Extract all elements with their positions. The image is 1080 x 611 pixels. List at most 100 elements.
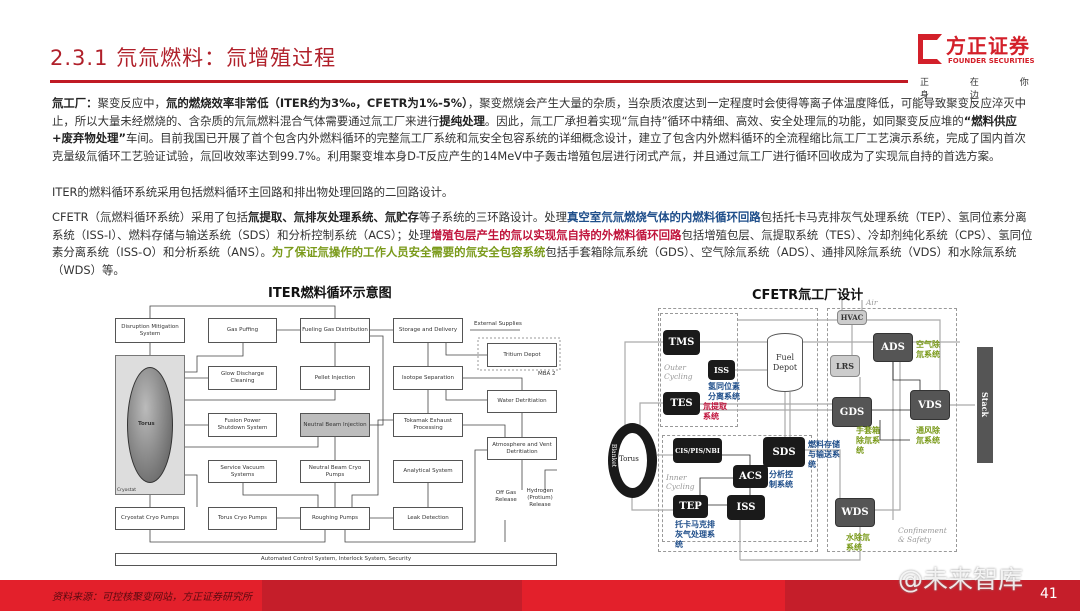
box-water-detritiation: Water Detritiation (487, 390, 557, 413)
text-segment: 等子系统的三环路设计。处理 (418, 210, 568, 224)
box-gds: GDS (832, 397, 872, 427)
external-supplies-label: External Supplies (474, 321, 522, 327)
acs-cn-label: 分析控制系统 (769, 470, 793, 489)
paragraph-cfetr: CFETR（氚燃料循环系统）采用了包括氚提取、氚排灰处理系统、氚贮存等子系统的三… (52, 209, 1037, 279)
highlighted-text: 氚提取、氚排灰处理系统、氚贮存 (248, 210, 419, 224)
box-iss-inner: ISS (727, 495, 765, 520)
box-automated-control: Automated Control System, Interlock Syst… (115, 553, 557, 566)
text-segment: 包括托卡马克排灰气处理系统（TEP）、氢同位素分离系统（ISS-I）、燃料存储与… (52, 210, 1027, 242)
box-pellet-injection: Pellet Injection (300, 366, 370, 390)
box-nb-cryo-pumps: Neutral Beam Cryo Pumps (300, 460, 370, 483)
box-tokamak-exhaust: Tokamak Exhaust Processing (393, 413, 463, 437)
watermark: @未来智库 (898, 565, 1024, 594)
iss-cn-label: 氢同位素分离系统 (708, 382, 740, 401)
vds-cn-label: 通风除氚系统 (916, 426, 940, 445)
box-atmosphere-vent: Atmosphere and Vent Detritiation (487, 437, 557, 460)
box-neutral-beam-injection: Neutral Beam Injection (300, 413, 370, 437)
box-analytical-system: Analytical System (393, 460, 463, 483)
inner-cycling-label: Inner Cycling (666, 473, 695, 491)
confinement-region (827, 308, 957, 552)
box-roughing-pumps: Roughing Pumps (300, 507, 370, 530)
logo-slogan: 正 在 你 身 边 (920, 78, 1042, 101)
box-gas-puffing: Gas Puffing (208, 318, 277, 343)
fuel-cycle-region (658, 308, 818, 552)
cryostat-label: Cryostat (117, 488, 137, 493)
page-title: 2.3.1 氘氚燃料：氚增殖过程 (50, 46, 337, 70)
highlighted-text: 提纯处理 (439, 113, 485, 128)
box-sds: SDS (763, 437, 805, 467)
box-lrs: LRS (830, 355, 860, 377)
text-segment: 包括手套箱除氚系统（GDS）、空气除氚系统（ADS）、通排风除氚系统（VDS）和… (52, 245, 1017, 277)
box-isotope-separation: Isotope Separation (393, 366, 463, 390)
box-tritium-depot: Tritium Depot (487, 343, 557, 367)
tes-cn-label: 氚提取系统 (703, 402, 727, 421)
footer-band-mid (262, 580, 522, 611)
box-acs: ACS (733, 465, 768, 488)
paragraph-tritium-plant: 氚工厂：聚变反应中，氚的燃烧效率非常低（ITER约为3‰，CFETR为1%-5%… (52, 95, 1037, 165)
fuel-depot-cylinder: Fuel Depot (767, 333, 803, 392)
air-label: Air (866, 298, 878, 307)
box-cryostat-cryo-pumps: Cryostat Cryo Pumps (115, 507, 185, 530)
outer-cycling-label: Outer Cycling (664, 363, 693, 381)
confinement-safety-label: Confinement & Safety (898, 526, 947, 544)
box-fueling-gas-distribution: Fueling Gas Distribution (300, 318, 370, 343)
footer-band-right (785, 580, 1080, 611)
inner-cycling-region (662, 435, 812, 542)
logo-en: FOUNDER SECURITIES (948, 57, 1035, 65)
tep-cn-label: 托卡马克排灰气处理系统 (675, 520, 715, 549)
stack: Stack (977, 347, 993, 463)
highlighted-text: 真空室氘氚燃烧气体的内燃料循环回路 (567, 210, 761, 224)
ads-cn-label: 空气除氚系统 (916, 340, 940, 359)
gds-cn-label: 手套箱除氚系统 (856, 426, 880, 455)
box-vds: VDS (910, 390, 950, 420)
box-service-vacuum: Service Vacuum Systems (208, 460, 277, 483)
torus-shape (127, 367, 173, 483)
box-torus-cryo-pumps: Torus Cryo Pumps (208, 507, 277, 530)
source-note: 资料来源：可控核聚变网站，方正证券研究所 (52, 592, 252, 603)
torus-label: Torus (138, 421, 155, 427)
text-segment: 聚变反应中， (97, 96, 166, 110)
footer-band (0, 580, 1080, 611)
text-segment: ITER的燃料循环系统采用包括燃料循环主回路和排出物处理回路的二回路设计。 (52, 185, 454, 199)
text-segment: 车间。目前我国已开展了首个包含内外燃料循环的完整氚工厂系统和氚安全包容系统的详细… (52, 131, 1026, 163)
sds-cn-label: 燃料存储与输送系统 (808, 440, 840, 469)
wds-cn-label: 水除氚系统 (846, 533, 870, 552)
blanket-label: Blanket (610, 443, 618, 468)
highlighted-text: “燃料供应+废弃物处理” (52, 113, 1017, 146)
logo-cn: 方正证券 (946, 34, 1030, 58)
highlighted-text: 增殖包层产生的氚以实现氚自持的外燃料循环回路 (430, 227, 682, 242)
box-wds: WDS (835, 498, 875, 527)
highlighted-text: 氚工厂： (52, 96, 98, 110)
title-divider (50, 80, 908, 83)
off-gas-label: Off Gas Release (495, 490, 517, 503)
highlighted-text: 为了保证氚操作的工作人员安全需要的氚安全包容系统 (271, 245, 546, 260)
mba-label: MBA 2 (538, 371, 556, 377)
box-iss-outer: ISS (708, 360, 735, 380)
box-fusion-power-shutdown: Fusion Power Shutdown System (208, 413, 277, 437)
founder-securities-logo: 方正证券 FOUNDER SECURITIES 正 在 你 身 边 (918, 30, 1058, 101)
box-disruption-mitigation: Disruption Mitigation System (115, 318, 185, 343)
box-leak-detection: Leak Detection (393, 507, 463, 530)
text-segment: CFETR（氚燃料循环系统）采用了包括 (52, 210, 249, 224)
hydrogen-release-label: Hydrogen (Protium) Release (526, 488, 554, 508)
box-glow-discharge: Glow Discharge Cleaning (208, 366, 277, 390)
box-tms: TMS (663, 330, 700, 355)
torus-ring (608, 423, 657, 498)
torus-label-cfetr: Torus (619, 455, 639, 463)
box-hvac: HVAC (837, 310, 867, 325)
logo-mark-icon (918, 34, 942, 64)
cfetr-diagram-title: CFETR氚工厂设计 (752, 288, 864, 303)
box-tes: TES (663, 392, 700, 415)
box-ads: ADS (873, 333, 913, 362)
box-storage-delivery: Storage and Delivery (393, 318, 463, 343)
highlighted-text: 氚的燃烧效率非常低（ITER约为3‰，CFETR为1%-5%） (165, 96, 468, 110)
paragraph-iter: ITER的燃料循环系统采用包括燃料循环主回路和排出物处理回路的二回路设计。 (52, 184, 1037, 202)
text-segment: 包括增殖包层、氚提取系统（TES）、冷却剂纯化系统（CPS）、氢同位素分离系统（… (52, 227, 1033, 260)
text-segment: 。因此，氚工厂承担着实现“氚自持”循环中精细、高效、安全处理氚的功能，如同聚变反… (484, 113, 964, 128)
text-segment: ，聚变燃烧会产生大量的杂质，当杂质浓度达到一定程度时会使得等离子体温度降低，可能… (52, 96, 1027, 128)
box-cis-pis-nbi: CIS/PIS/NBI (673, 438, 722, 463)
page-number: 41 (1040, 586, 1058, 602)
iter-diagram-title: ITER燃料循环示意图 (268, 286, 392, 301)
